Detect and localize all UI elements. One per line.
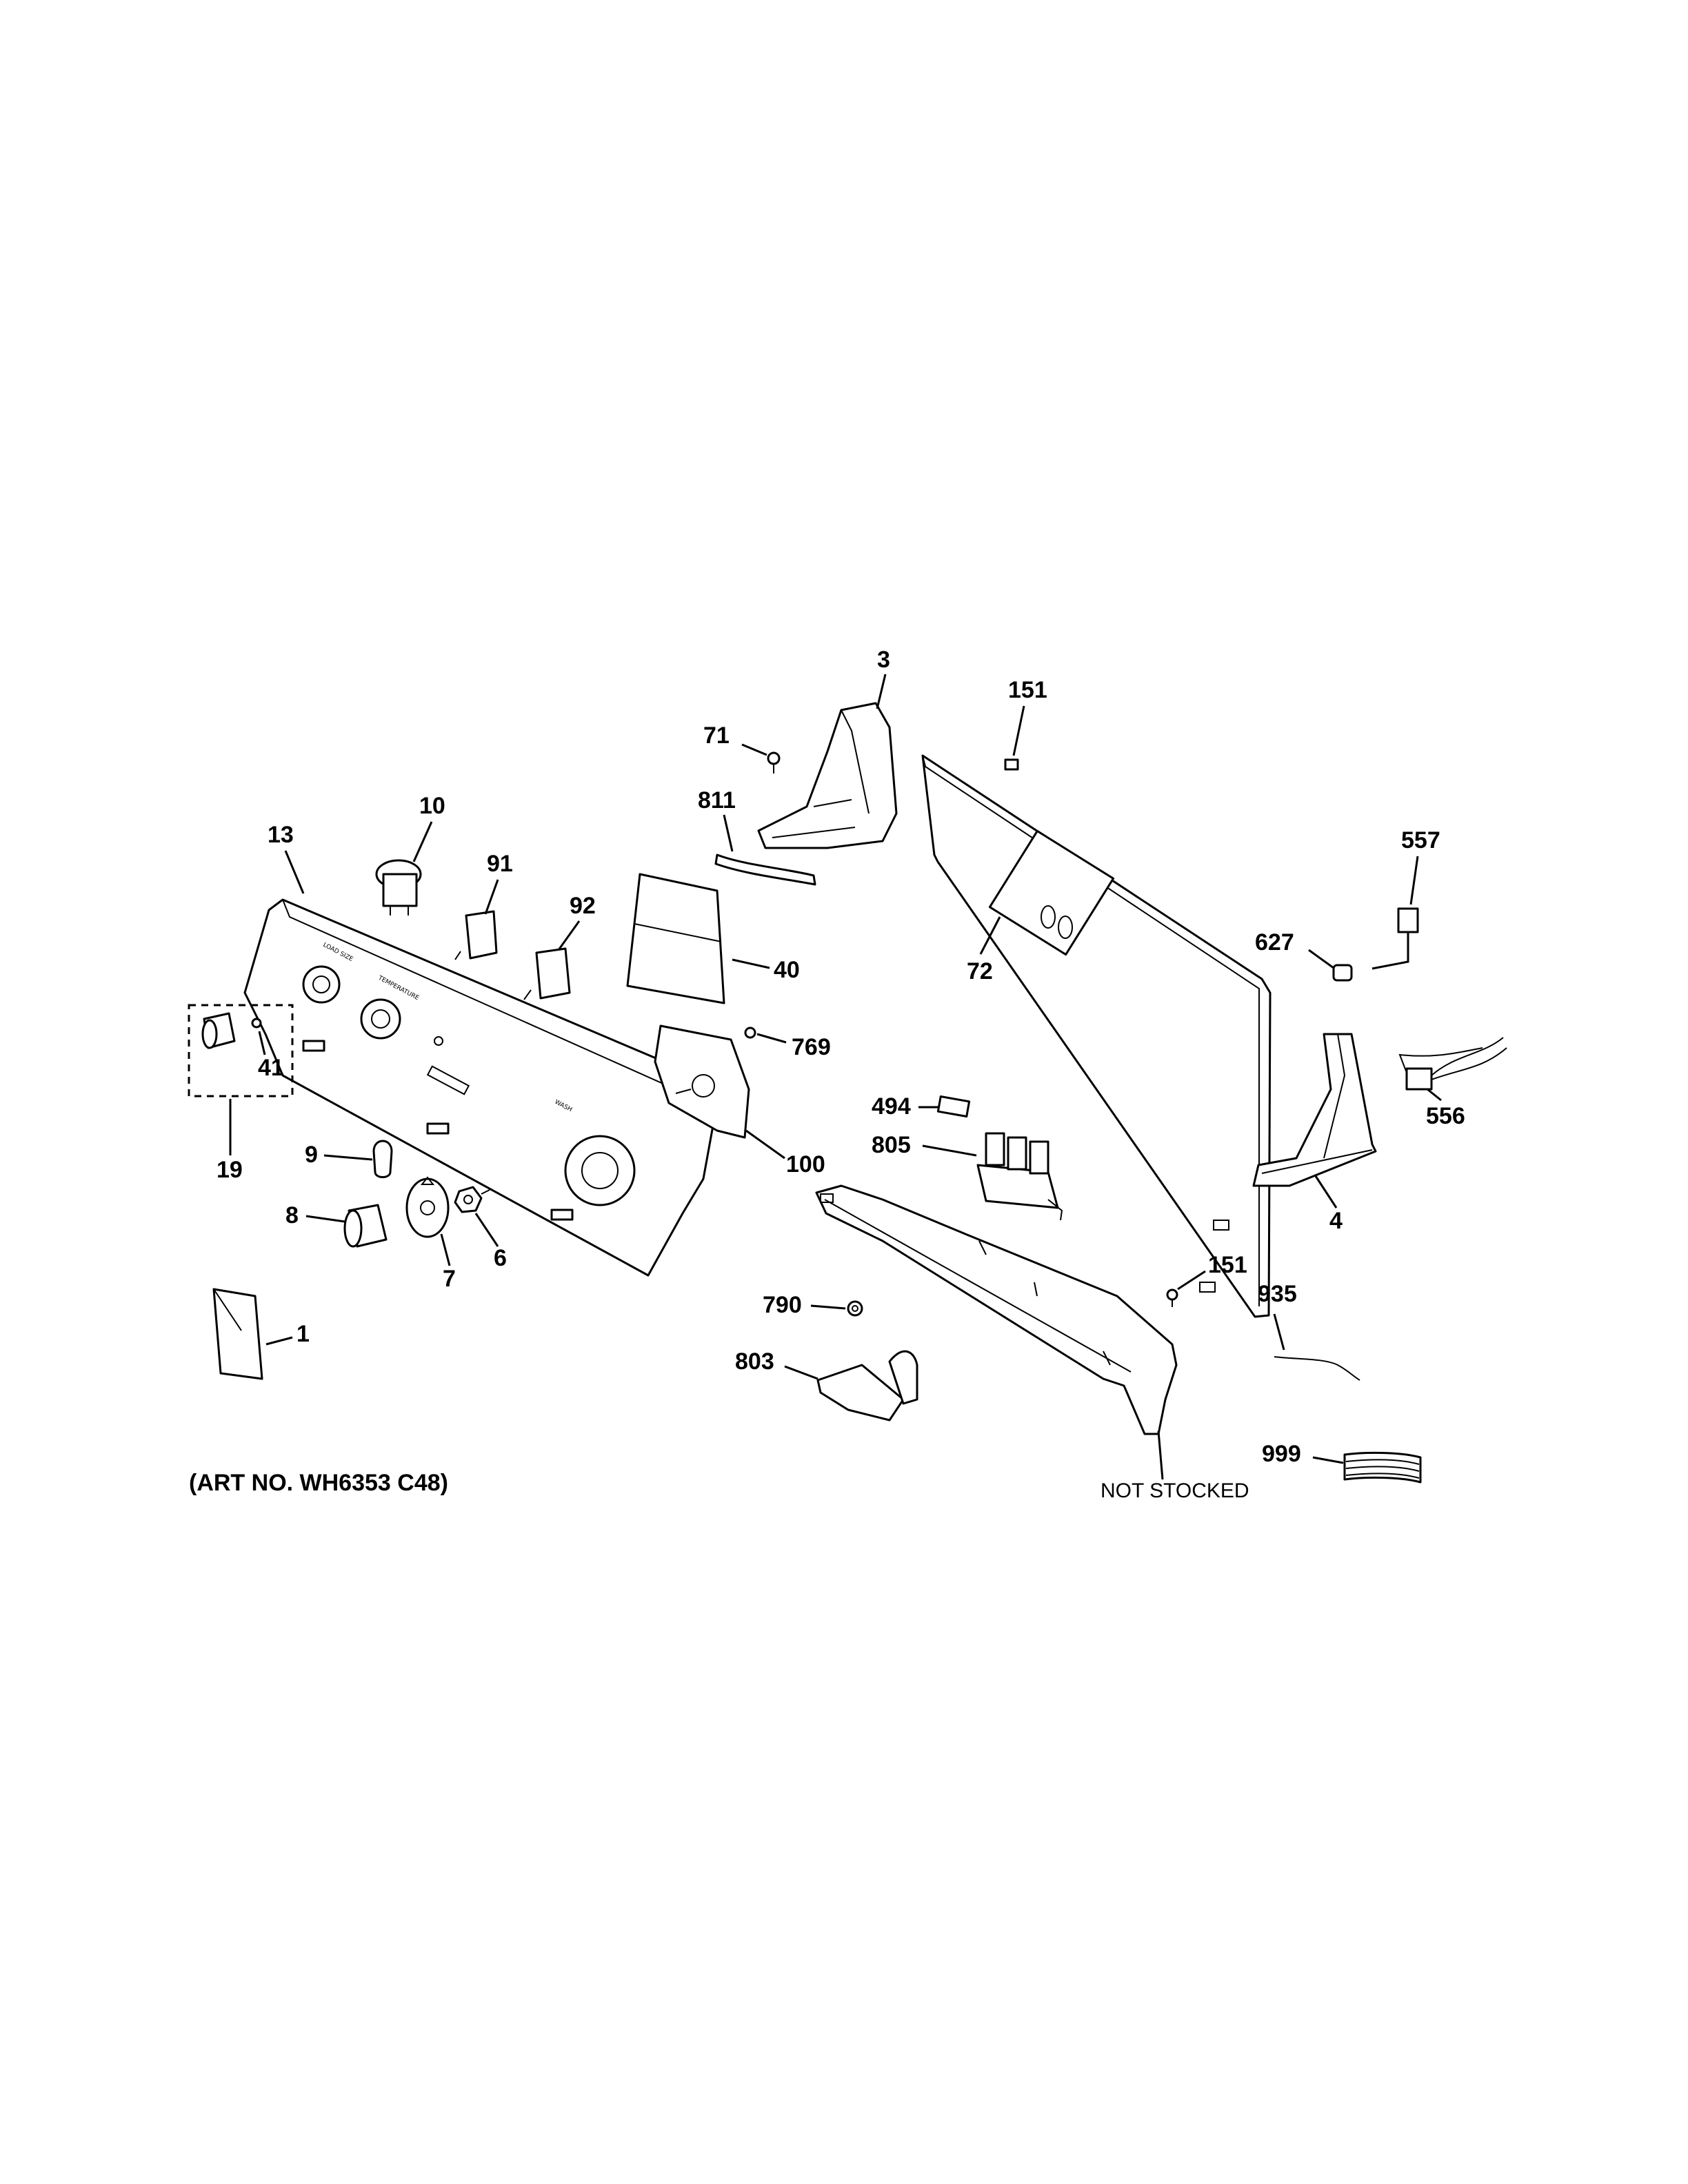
leader-7 [440,1233,451,1266]
part-935-wire [1274,1356,1360,1381]
part-6-nut [454,1186,490,1213]
leader-41 [258,1031,266,1055]
part-790-clamp [847,1300,863,1317]
art-number: (ART NO. WH6353 C48) [189,1470,448,1496]
callout-71: 71 [703,722,730,749]
callout-769: 769 [792,1034,831,1060]
callout-494: 494 [872,1093,911,1120]
leader-627 [1308,949,1334,969]
part-557-cord [1372,907,1419,970]
part-556-harness [1398,1037,1507,1091]
leader-935 [1273,1313,1285,1351]
part-100-timer [654,1024,750,1139]
callout-13: 13 [268,822,294,848]
part-1-literature [212,1288,263,1380]
leader-790 [810,1304,846,1310]
leader-9 [323,1154,373,1161]
leader-6 [474,1213,499,1247]
leader-72 [979,916,1001,955]
part-494-terminal [936,1095,971,1118]
callout-151-top: 151 [1008,677,1047,703]
part-803-funnel [816,1350,918,1422]
leader-40 [732,958,770,969]
part-40-shield [626,873,725,1004]
leader-803 [784,1365,818,1380]
part-151-clip-top [1004,758,1019,771]
part-lower-bracket-not-stocked [815,1184,1178,1435]
part-627-plug [1332,964,1353,982]
leader-not-stocked [1157,1430,1164,1480]
callout-92: 92 [570,893,596,919]
leader-1 [265,1336,293,1346]
part-805-valve [976,1132,1063,1221]
callout-4: 4 [1329,1208,1343,1234]
part-7-dial [405,1176,450,1238]
callout-557: 557 [1401,827,1440,853]
callout-8: 8 [285,1202,299,1228]
leader-92 [557,920,581,951]
callout-790: 790 [763,1292,802,1318]
leader-151-lower [1177,1270,1206,1291]
callout-935: 935 [1258,1281,1297,1307]
part-13-control-panel: LOAD SIZE TEMPERATURE WASH [243,898,719,1277]
part-151-clip-lower [1166,1288,1178,1307]
part-769-screw [744,1027,756,1039]
leader-151-top [1012,705,1025,756]
leader-91 [484,879,499,915]
callout-627: 627 [1255,929,1294,956]
leader-100 [745,1129,785,1160]
part-41-clip [251,1018,262,1029]
not-stocked-label: NOT STOCKED [1101,1479,1249,1502]
leader-13 [284,850,305,894]
callout-19: 19 [217,1157,243,1183]
leader-3 [876,674,887,709]
part-3-bracket [757,702,898,849]
leader-4 [1314,1175,1338,1209]
callout-999: 999 [1262,1441,1301,1467]
part-19-knob [201,1012,236,1049]
leader-8 [305,1215,345,1223]
callout-151-lower: 151 [1208,1252,1247,1278]
group-19-box [188,1004,294,1098]
leader-805 [922,1144,977,1157]
part-91-switch [454,910,498,960]
part-811-hose [714,853,816,886]
callout-40: 40 [774,957,800,983]
leader-999 [1312,1456,1344,1464]
part-999-bundle [1343,1451,1422,1484]
callout-72: 72 [967,958,993,984]
callout-100: 100 [786,1151,825,1177]
callout-7: 7 [443,1266,456,1292]
leader-556 [1427,1088,1442,1102]
callout-805: 805 [872,1132,911,1158]
callout-1: 1 [297,1321,310,1347]
callout-41: 41 [258,1055,284,1081]
leader-10 [412,821,433,862]
leader-769 [756,1033,787,1044]
leader-71 [741,743,767,756]
part-9-clip [372,1140,393,1178]
callout-556: 556 [1426,1103,1465,1129]
part-72-rear-panel [921,754,1272,1318]
part-10-pressure-switch [375,859,422,916]
callout-811: 811 [698,787,736,813]
callout-91: 91 [487,851,513,877]
part-71-screw [767,751,781,774]
part-4-bracket [1252,1033,1377,1187]
callout-6: 6 [494,1245,507,1271]
leader-811 [723,814,734,852]
callout-803: 803 [735,1348,774,1375]
part-8-knob [343,1204,388,1248]
leader-557 [1409,856,1419,905]
callout-10: 10 [419,793,445,819]
callout-9: 9 [305,1142,318,1168]
callout-3: 3 [877,647,890,673]
part-92-switch [523,947,571,1000]
